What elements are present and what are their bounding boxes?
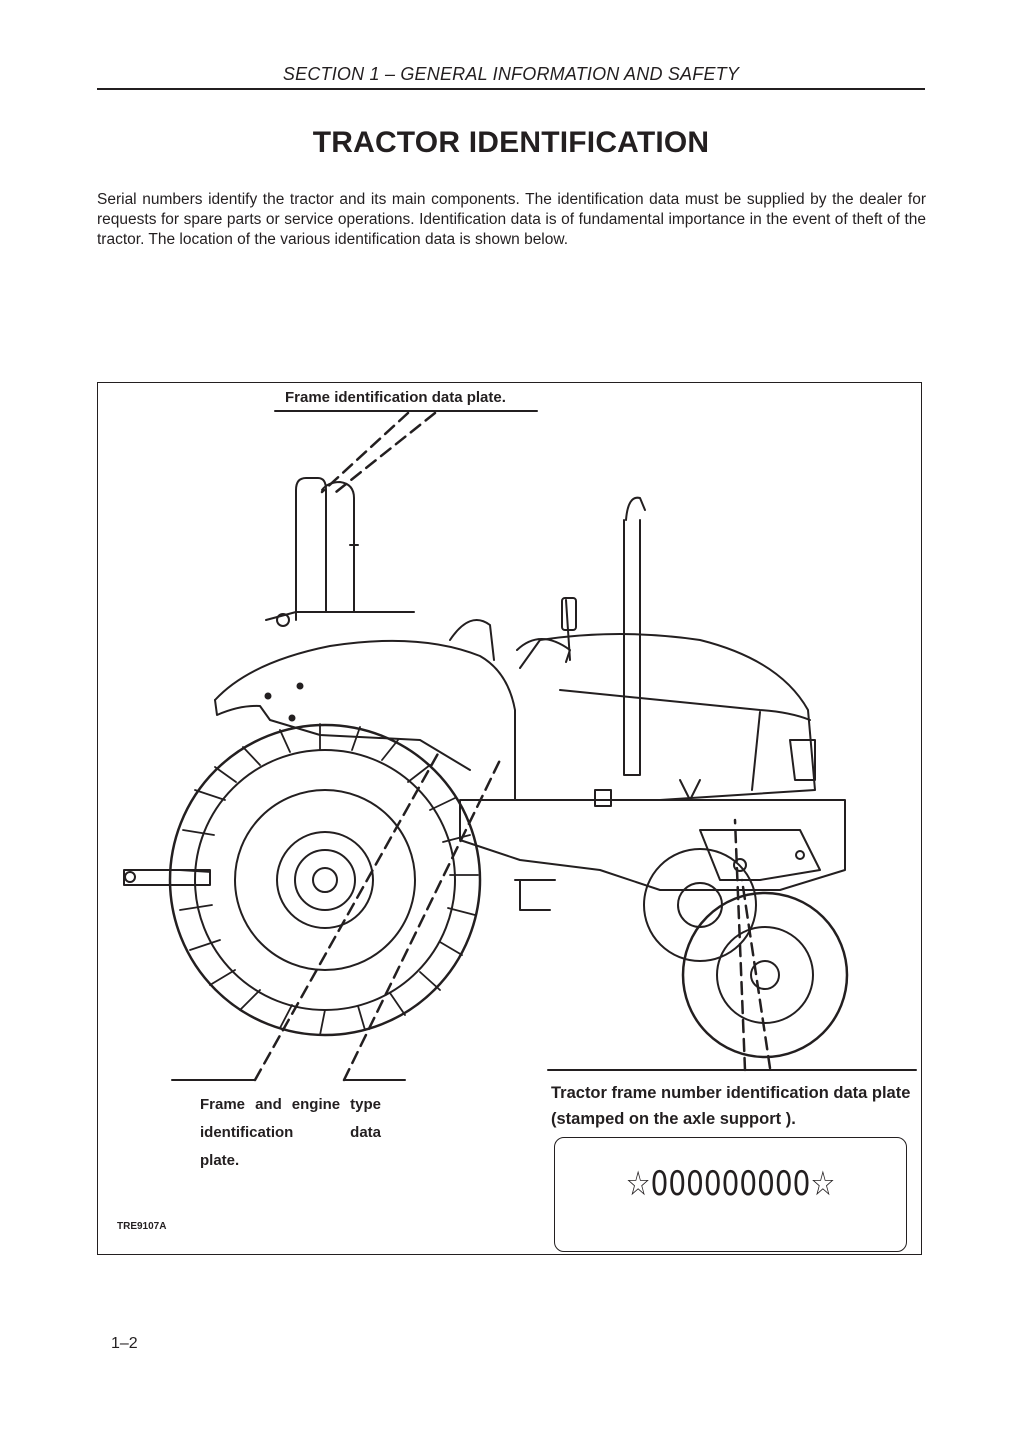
engine-plate-label-line: identification data [200,1124,381,1141]
figure-code: TRE9107A [117,1221,167,1232]
plate-serial-number: ☆000000000☆ [625,1164,836,1204]
page-number: 1–2 [111,1335,138,1352]
figure-frame [97,382,922,1255]
intro-paragraph: Serial numbers identify the tractor and … [97,191,926,248]
page-title: TRACTOR IDENTIFICATION [312,126,710,159]
axle-plate-label: Tractor frame number identification data… [551,1084,911,1128]
header-rule [97,88,925,90]
serial-number-plate: ☆000000000☆ [554,1137,907,1252]
engine-plate-label-line: plate. [200,1152,240,1169]
engine-plate-label-line: Frame and engine type [200,1096,381,1113]
section-header: SECTION 1 – GENERAL INFORMATION AND SAFE… [282,64,740,84]
engine-plate-label: Frame and engine type identification dat… [200,1091,381,1175]
frame-plate-label: Frame identification data plate. [285,389,506,406]
